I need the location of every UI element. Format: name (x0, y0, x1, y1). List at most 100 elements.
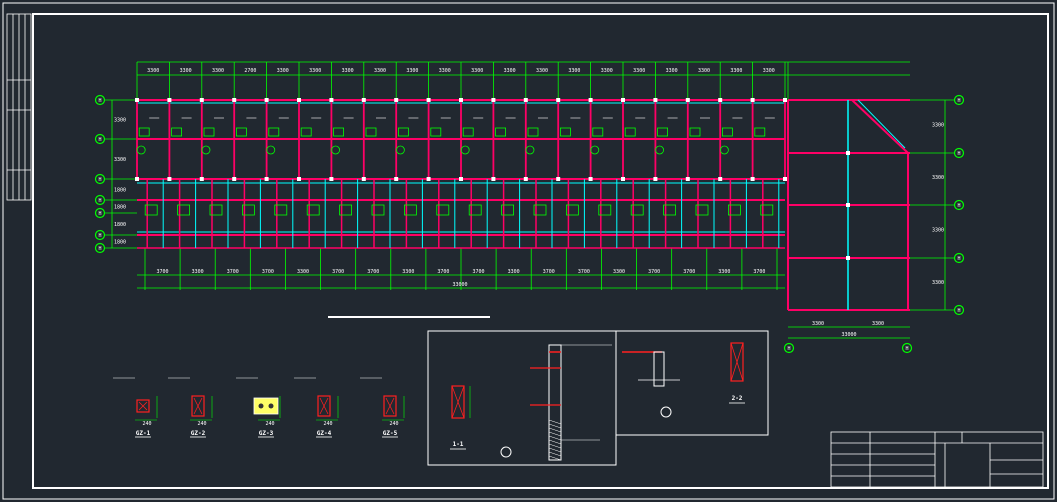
top-dim-text: 3300 (406, 68, 418, 74)
fixture-box (663, 204, 676, 216)
column-marker (329, 177, 334, 181)
hatch (548, 447, 562, 453)
axis-bubble-bottom-text: H (905, 346, 908, 352)
column-marker (394, 98, 399, 102)
bottom-dim-text: 3700 (473, 269, 485, 275)
column-marker (232, 98, 237, 102)
fixture-box-top (527, 127, 539, 137)
fixture-box-top (624, 127, 636, 137)
bottom-dim-text: 3700 (437, 269, 449, 275)
hatch (548, 451, 562, 457)
column-marker (459, 98, 463, 102)
top-dim-text: 3300 (309, 68, 321, 74)
left-dim-text: 1800 (114, 240, 126, 246)
fixture-box-top (235, 127, 247, 137)
hatch (548, 443, 562, 449)
fixture-circle (525, 145, 535, 155)
detail-dim-text: 240 (323, 421, 332, 427)
axis-bubble-left (94, 194, 106, 206)
fixture-box-top (462, 127, 474, 137)
wing-dim-bottom-text: 3300 (812, 321, 824, 327)
fixture-box-top (171, 127, 183, 137)
column-marker (491, 177, 496, 181)
left-dim-text: 1800 (114, 188, 126, 194)
hatch (548, 431, 562, 437)
fixture-box-top (430, 127, 442, 137)
wing-dim-right-text: 3300 (932, 175, 944, 181)
top-dim-text: 3300 (342, 68, 354, 74)
top-dim-text: 3300 (180, 68, 192, 74)
top-dim-text: 3300 (212, 68, 224, 74)
axis-bubble-left (94, 229, 106, 241)
hatch (548, 435, 562, 441)
detail-label: GZ-3 (259, 430, 274, 437)
fixture-circle (655, 145, 664, 155)
fixture-box (468, 204, 482, 216)
column-stirrup (319, 397, 329, 415)
column-stirrup (193, 397, 203, 415)
fixture-box (306, 204, 320, 216)
bottom-dim-text: 3700 (262, 269, 274, 275)
wing-beam-diag (851, 99, 909, 154)
axis-bubble-left-text: H (98, 211, 101, 217)
top-dim-text: 3300 (730, 68, 742, 74)
fixture-box-top (495, 127, 507, 137)
axis-bubble-bottom (783, 342, 795, 354)
bottom-dim-text: 3300 (192, 269, 204, 275)
bottom-dim-text: 3300 (718, 269, 730, 275)
detail-label: GZ-5 (383, 430, 398, 437)
overall-dim-text: 33000 (452, 282, 467, 288)
column-stirrup (138, 401, 148, 411)
fixture-circle (395, 145, 405, 155)
fixture-box (403, 204, 417, 216)
fixture-box-top (754, 127, 766, 137)
column-marker (718, 98, 723, 102)
column-marker (167, 98, 172, 102)
fixture-box-top (203, 127, 215, 137)
column-marker (523, 98, 528, 102)
fixture-box (177, 204, 191, 216)
left-dim-text: 3300 (114, 118, 126, 124)
fixture-box (630, 204, 644, 216)
fixture-box-top (560, 127, 571, 137)
axis-bubble-left-text: H (98, 246, 101, 252)
bottom-dim-text: 3700 (332, 269, 344, 275)
top-dim-text: 3300 (147, 68, 159, 74)
column-marker (361, 98, 366, 102)
hatch (548, 455, 562, 461)
axis-bubble-left-text: H (98, 137, 101, 143)
top-dim-text: 3300 (666, 68, 678, 74)
top-dim-text: 3300 (374, 68, 386, 74)
axis-bubble-right-text: H (957, 203, 960, 209)
fixture-box-top (689, 127, 701, 137)
section-rebar (730, 342, 744, 382)
axis-bubble-left (94, 173, 106, 185)
beam-section (653, 351, 665, 387)
column-section (383, 395, 397, 417)
fixture-box (371, 204, 385, 216)
fixture-box-top (300, 127, 312, 137)
section-label: 1-1 (453, 441, 464, 448)
fixture-box (728, 204, 741, 216)
fixture-box-top (268, 127, 280, 137)
wing-dim-right-text: 3300 (932, 280, 944, 286)
top-dim-text: 3300 (568, 68, 580, 74)
bottom-dim-text: 3700 (367, 269, 379, 275)
column-section (191, 395, 205, 417)
fixture-circle (331, 145, 341, 155)
bottom-dim-text: 3700 (227, 269, 239, 275)
column-marker (523, 177, 528, 181)
top-dim-text: 3300 (504, 68, 516, 74)
fixture-box-top (592, 127, 604, 137)
column-marker (846, 151, 850, 155)
column-marker (135, 177, 139, 181)
section-marker-circle (660, 406, 672, 418)
fixture-box (760, 204, 774, 216)
bottom-dim-text: 3700 (578, 269, 590, 275)
column-marker (588, 177, 593, 181)
fixture-box (598, 204, 612, 216)
wing-dim-right-text: 3300 (932, 123, 944, 129)
column-marker (750, 98, 755, 102)
